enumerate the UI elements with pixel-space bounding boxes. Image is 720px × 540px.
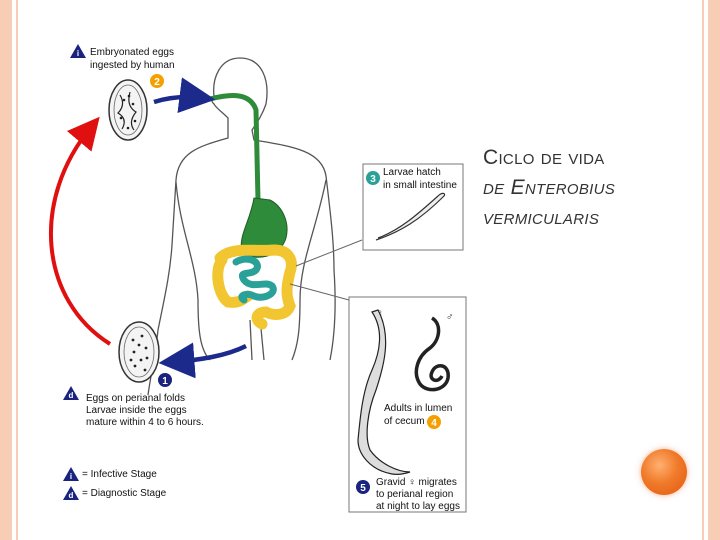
bottom-eggs-line3: mature within 4 to 6 hours. (86, 417, 204, 428)
top-eggs-line2: ingested by human (90, 60, 175, 71)
legend-infective-label: = Infective Stage (82, 469, 157, 480)
step3-number: 3 (370, 174, 376, 185)
top-eggs-line1: Embryonated eggs (90, 47, 174, 58)
cycle-arrow (49, 116, 112, 346)
egg-perianal-bottom (118, 321, 160, 383)
legend-diagnostic-letter: d (69, 491, 74, 500)
title-line2: de Enterobius (483, 176, 616, 199)
gravid-line3: at night to lay eggs (376, 501, 460, 512)
larvae-label-line1: Larvae hatch (383, 167, 441, 178)
legend-diagnostic-label: = Diagnostic Stage (82, 488, 167, 499)
slide-title: Ciclo de vida de Enterobius vermicularis (483, 143, 693, 233)
step5-number: 5 (360, 483, 366, 494)
infective-badge-letter: i (77, 49, 79, 58)
male-symbol: ♂ (446, 312, 454, 323)
bottom-eggs-line2: Larvae inside the eggs (86, 405, 187, 416)
larvae-label-line2: in small intestine (383, 180, 457, 191)
frame-line-right (702, 0, 704, 540)
gravid-line1: Gravid ♀ migrates (376, 477, 457, 488)
deposit-arrow (158, 342, 248, 379)
step1-number: 1 (162, 376, 168, 387)
larvae-hatch-box: 3 Larvae hatch in small intestine (295, 163, 464, 267)
decorative-orange-circle (641, 449, 687, 495)
legend-infective-letter: i (70, 472, 72, 481)
bottom-eggs-line1: Eggs on perianal folds (86, 393, 185, 404)
top-eggs-label: i Embryonated eggs ingested by human 2 (70, 44, 175, 88)
title-line3: vermicularis (483, 206, 600, 229)
gravid-line2: to perianal region (376, 489, 453, 500)
embryonated-egg-top (108, 79, 148, 141)
legend: i = Infective Stage d = Diagnostic Stage (63, 467, 167, 500)
small-intestine (232, 255, 277, 304)
human-body-outline (147, 57, 336, 396)
diagnostic-badge-letter: d (69, 391, 74, 400)
ingestion-arrow (153, 77, 216, 114)
male-worm (414, 316, 450, 392)
adults-line2: of cecum (384, 416, 425, 427)
adults-line1: Adults in lumen (384, 403, 452, 414)
female-worm (357, 309, 411, 475)
adults-box: ♀ ♂ Adults in lumen of cecum 4 5 Gravid … (289, 283, 467, 513)
bottom-eggs-label: d 1 Eggs on perianal folds Larvae inside… (63, 373, 204, 428)
title-line1: Ciclo de vida (483, 146, 605, 169)
frame-line-left (16, 0, 18, 540)
step4-number: 4 (431, 418, 437, 429)
step2-number: 2 (154, 77, 160, 88)
